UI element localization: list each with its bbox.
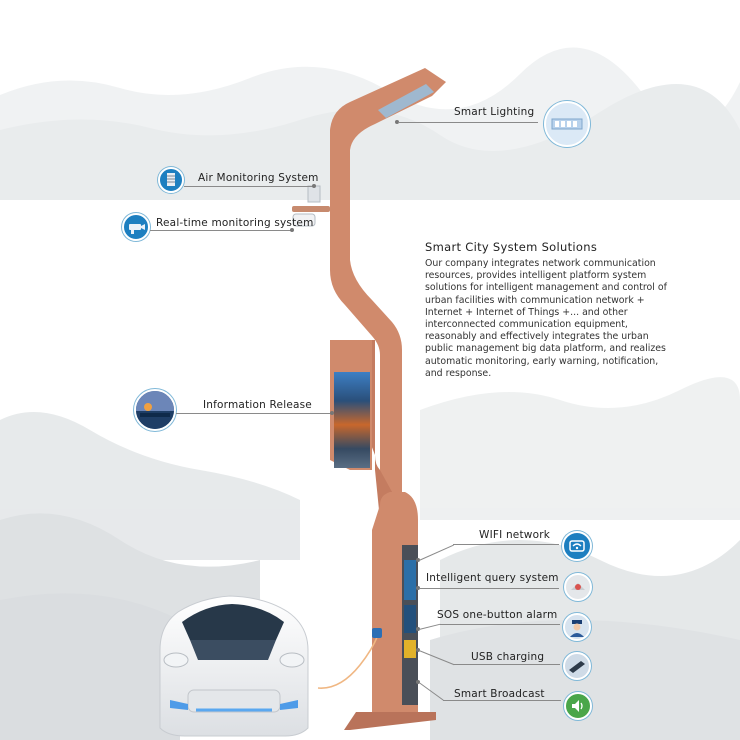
info-display-screen	[334, 372, 370, 468]
electric-car	[159, 595, 309, 737]
feature-label: Air Monitoring System	[198, 172, 319, 184]
leader-dot	[330, 411, 334, 415]
feature-label: WIFI network	[479, 529, 550, 541]
feature-label: Information Release	[203, 399, 312, 411]
wifi-icon	[562, 531, 592, 561]
leader-dot	[416, 648, 420, 652]
police-officer-icon	[563, 613, 591, 641]
leader-dot	[290, 228, 294, 232]
leader-dot	[312, 184, 316, 188]
leader-dot	[416, 680, 420, 684]
leader-line	[440, 624, 560, 625]
charging-cable	[317, 634, 379, 689]
feature-label: Smart Broadcast	[454, 688, 545, 700]
feature-label: Smart Lighting	[454, 106, 535, 118]
leader-line	[150, 230, 292, 231]
leader-dot	[395, 120, 399, 124]
cctv-camera-icon	[122, 213, 150, 241]
leader-line	[398, 122, 538, 123]
speaker-icon	[564, 692, 592, 720]
leader-line	[453, 544, 559, 545]
leader-dot	[416, 586, 420, 590]
display-screen-icon	[134, 389, 176, 431]
leader-dot	[416, 558, 420, 562]
usb-cable-icon	[563, 652, 591, 680]
feature-label: Intelligent query system	[426, 572, 559, 584]
leader-line	[419, 588, 559, 589]
leader-line	[176, 413, 332, 414]
led-lamp-icon	[544, 101, 590, 147]
leader-dot	[416, 627, 420, 631]
leader-line	[184, 186, 314, 187]
feature-label: SOS one-button alarm	[437, 609, 558, 621]
feature-label: USB charging	[471, 651, 545, 663]
sensor-camera-bracket	[292, 185, 330, 227]
feature-label: Real-time monitoring system	[156, 217, 314, 229]
solution-description: Our company integrates network communica…	[425, 258, 667, 379]
query-terminal-icon	[564, 573, 592, 601]
solution-title: Smart City System Solutions	[425, 240, 598, 254]
air-sensor-icon	[158, 167, 184, 193]
leader-line	[454, 664, 560, 665]
leader-line	[443, 700, 561, 701]
